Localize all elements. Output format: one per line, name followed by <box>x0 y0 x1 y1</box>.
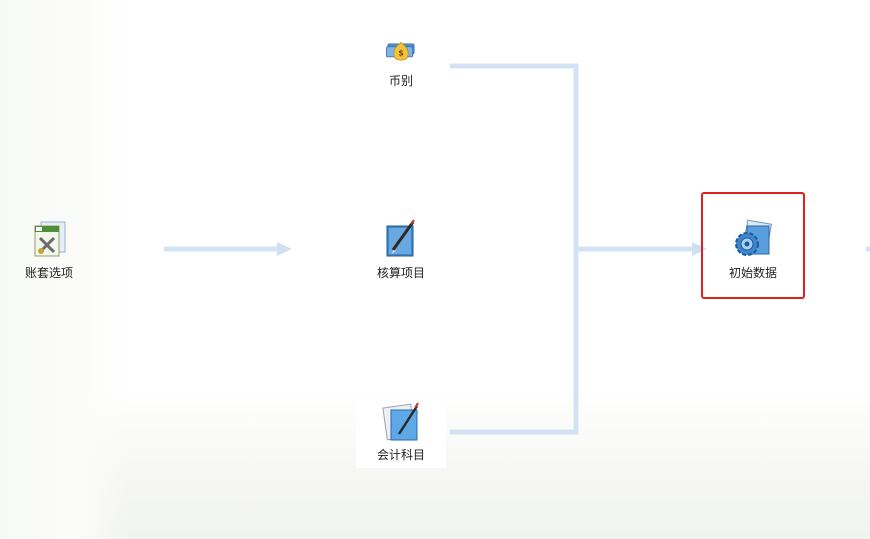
document-pen-icon <box>382 402 419 441</box>
node-accounts[interactable]: 会计科目 <box>356 400 446 468</box>
account-options-label: 账套选项 <box>24 266 73 280</box>
initial-data-label: 初始数据 <box>728 266 777 280</box>
node-currency[interactable]: $ 币别 <box>356 38 446 100</box>
connector-currency-bracket <box>450 63 579 435</box>
svg-text:$: $ <box>398 48 404 57</box>
accounts-label: 会计科目 <box>376 448 425 462</box>
currency-label: 币别 <box>388 74 413 88</box>
ledger-pen-icon <box>386 219 415 257</box>
left-panel-shade <box>0 0 130 539</box>
selection-highlight <box>701 192 805 299</box>
money-bag-icon: $ <box>386 41 415 61</box>
node-account-options[interactable]: 账套选项 <box>4 218 94 281</box>
account-options-icon <box>34 221 66 257</box>
node-accounting-items[interactable]: 核算项目 <box>356 218 446 281</box>
arrow-head-to-items <box>277 242 292 256</box>
accounting-items-label: 核算项目 <box>376 266 425 280</box>
gear-document-icon <box>735 219 773 256</box>
node-initial-data[interactable]: 初始数据 <box>708 218 798 281</box>
arrow-head-to-initial-data <box>692 242 707 256</box>
